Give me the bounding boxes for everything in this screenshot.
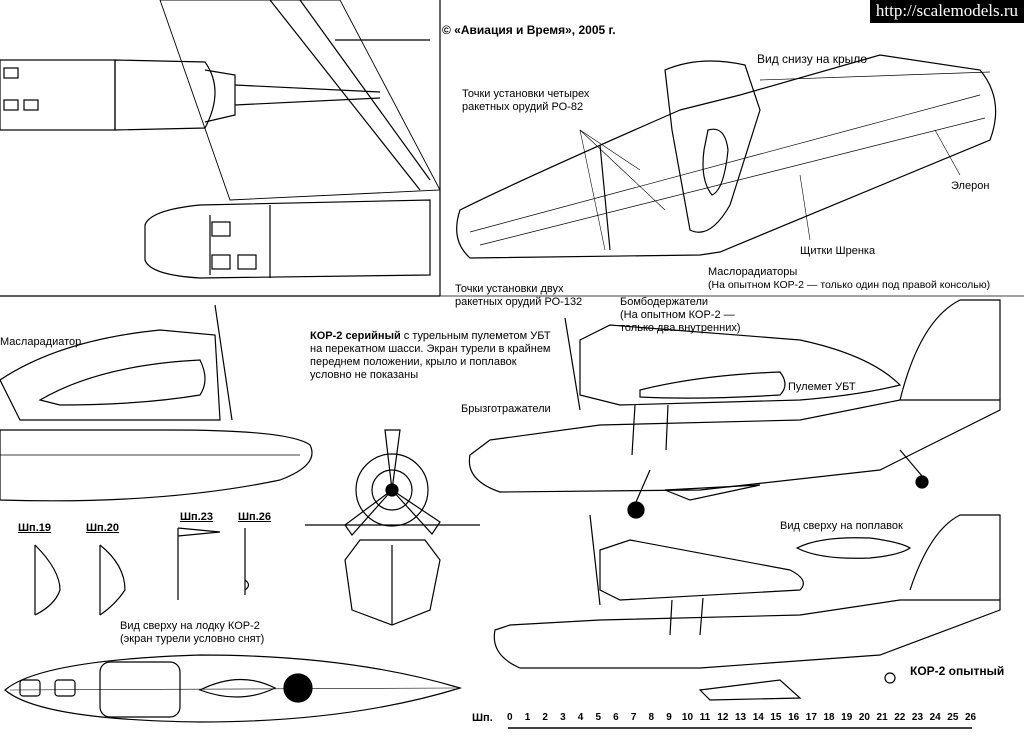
scale-tick-7: 7 [630,712,637,723]
scale-tick-14: 14 [752,712,764,723]
serial-caption-title: КОР-2 серийный [310,330,401,342]
scale-tick-26: 26 [965,712,977,723]
scale-tick-6: 6 [613,712,619,723]
watermark: http://scalemodels.ru [869,0,1024,23]
front-view [305,429,480,626]
section-label-19: Шп.19 [18,522,51,534]
wing-view-title: Вид снизу на крыло [757,52,868,66]
label-ro132: Точки установки двух ракетных орудий РО-… [455,283,583,308]
section-label-20: Шп.20 [86,522,119,534]
scale-tick-10: 10 [681,712,694,723]
wing-underside [456,54,997,259]
label-float-top: Вид сверху на поплавок [780,520,903,532]
label-spray-guards: Брызготражатели [461,403,551,415]
section-label-23: Шп.23 [180,511,213,523]
scale-tick-19: 19 [841,712,853,723]
scale-tick-25: 25 [947,712,959,723]
scale-tick-2: 2 [542,712,548,723]
scale-tick-20: 20 [858,712,870,723]
scale-tick-11: 11 [699,712,711,723]
serial-side-partial [0,304,313,502]
scale-tick-18: 18 [823,712,835,723]
frame-sections [34,527,250,616]
scale-tick-5: 5 [595,712,602,723]
section-label-26: Шп.26 [238,511,271,523]
label-aileron: Элерон [951,180,990,192]
scale-tick-9: 9 [666,712,672,723]
scale-tick-3: 3 [560,712,566,723]
scale-tick-23: 23 [911,712,924,723]
scale-tick-24: 24 [929,712,941,723]
label-oil-coolers: Маслорадиаторы [708,266,798,278]
scale-tick-1: 1 [524,712,531,723]
scale-tick-17: 17 [805,712,817,723]
nacelle-detail [0,0,441,279]
label-prototype: КОР-2 опытный [910,664,1005,678]
serial-side-view [468,299,1001,519]
serial-caption: КОР-2 серийный с турельным пулеметом УБТ… [310,330,555,382]
serial-caption-text: с турельным пулеметом УБТ на перекатном … [310,330,551,381]
hull-top-view [4,654,463,723]
scale-tick-22: 22 [894,712,906,723]
label-schrenk: Щитки Шренка [800,245,876,257]
scale-tick-13: 13 [735,712,747,723]
label-bomb-racks: Бомбодержатели [620,296,709,308]
label-ro82: Точки установки четырех ракетных орудий … [462,88,590,113]
float-top-view [795,537,912,559]
label-hull-top: Вид сверху на лодку КОР-2 [120,620,260,632]
label-oil-cooler-left: Масларадиатор [0,336,82,348]
scale-tick-12: 12 [717,712,729,723]
label-gun-ubt: Пулемет УБТ [788,381,856,393]
scale-tick-0: 0 [507,712,513,723]
scale-tick-21: 21 [876,712,888,723]
label-oil-coolers-note: (На опытном КОР-2 — только один под прав… [708,279,991,291]
scale-tick-16: 16 [788,712,800,723]
scale-tick-8: 8 [648,712,655,723]
scale-tick-4: 4 [577,712,584,723]
copyright: © «Авиация и Время», 2005 г. [442,23,616,37]
scale-label: Шп. [472,712,493,724]
label-bomb-racks-note: (На опытном КОР-2 — только два внутренни… [620,309,741,334]
scale-tick-15: 15 [770,712,782,723]
label-hull-top-note: (экран турели условно снят) [120,633,265,645]
prototype-side-view [493,514,1001,701]
